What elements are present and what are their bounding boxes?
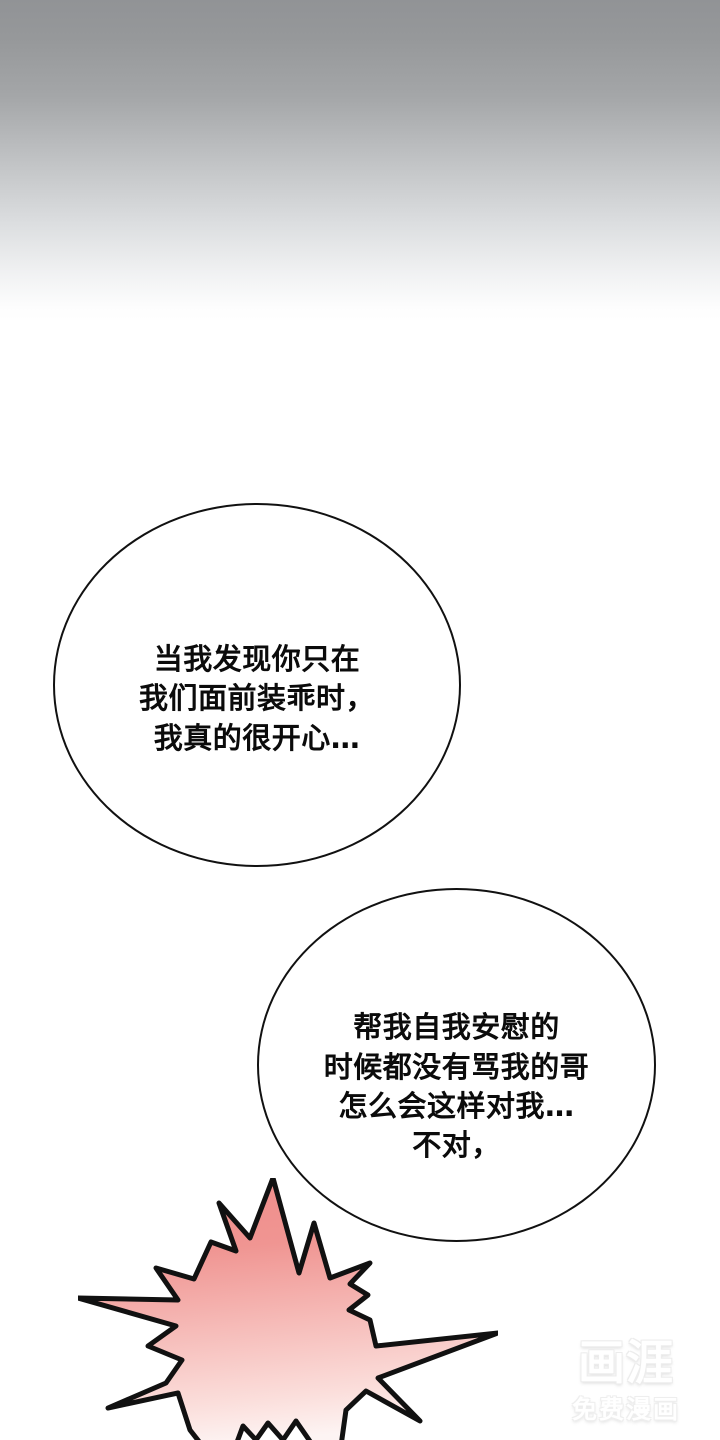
watermark: 画涯 免费漫画	[546, 1340, 706, 1426]
speech-bubble-2: 帮我自我安慰的 时候都没有骂我的哥 怎么会这样对我… 不对，	[257, 888, 656, 1242]
gradient-panel	[0, 0, 720, 320]
watermark-logo: 画涯	[578, 1336, 674, 1392]
impact-burst-shape	[78, 1178, 498, 1440]
watermark-tagline: 免费漫画	[571, 1395, 680, 1424]
speech-bubble-1: 当我发现你只在 我们面前装乖时， 我真的很开心…	[53, 503, 461, 867]
speech-bubble-1-text: 当我发现你只在 我们面前装乖时， 我真的很开心…	[138, 641, 375, 755]
speech-bubble-2-text: 帮我自我安慰的 时候都没有骂我的哥 怎么会这样对我… 不对，	[323, 1010, 590, 1163]
